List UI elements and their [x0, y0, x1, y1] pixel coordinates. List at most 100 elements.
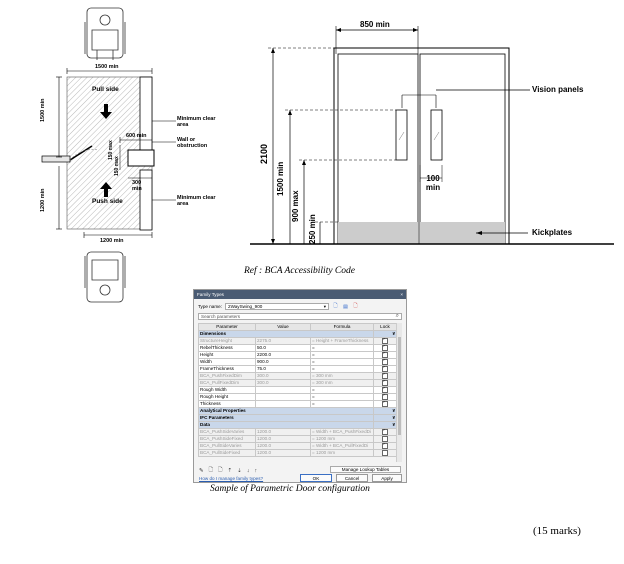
lock-checkbox[interactable] — [382, 373, 388, 379]
door-elevation-diagram — [250, 26, 614, 245]
group-label: Analytical Properties — [198, 407, 374, 415]
lock-checkbox[interactable] — [382, 394, 388, 400]
search-icon: ⌕ — [395, 313, 399, 319]
lock-checkbox[interactable] — [382, 387, 388, 393]
type-name-select[interactable]: 2WaySwing_900 ▾ — [225, 303, 330, 310]
formula-cell[interactable]: = Width + BCA_PushFixedDi — [310, 428, 374, 436]
value-cell[interactable]: 75.0 — [255, 365, 311, 373]
group-toggle-icon[interactable]: ¥ — [373, 421, 397, 429]
value-cell[interactable]: 50.0 — [255, 344, 311, 352]
value-cell[interactable]: 900.0 — [255, 358, 311, 366]
formula-cell[interactable]: = Height + FrameThickness — [310, 337, 374, 345]
move-down-icon[interactable]: ⇣ — [237, 467, 242, 474]
value-cell[interactable]: 300.0 — [255, 379, 311, 387]
value-cell[interactable]: 1200.0 — [255, 449, 311, 457]
delete-parameter-icon[interactable]: 🗋 — [218, 467, 223, 473]
rename-type-icon[interactable]: ▤ — [343, 303, 348, 310]
formula-cell[interactable]: = — [310, 358, 374, 366]
dialog-caption: Sample of Parametric Door configuration — [210, 484, 370, 494]
formula-cell[interactable]: = Width + BCA_PullFixedDi — [310, 442, 374, 450]
formula-cell[interactable]: = — [310, 393, 374, 401]
lock-checkbox[interactable] — [382, 345, 388, 351]
header-parameter[interactable]: Parameter — [198, 323, 256, 331]
lock-cell — [373, 337, 397, 345]
lock-checkbox[interactable] — [382, 450, 388, 456]
header-value[interactable]: Value — [255, 323, 311, 331]
lock-checkbox[interactable] — [382, 380, 388, 386]
formula-cell[interactable]: = 300 mm — [310, 379, 374, 387]
delete-type-icon[interactable]: 🗋 — [353, 302, 358, 309]
table-row[interactable]: Rough Width= — [198, 386, 397, 394]
edit-parameter-icon[interactable]: ✎ — [199, 467, 204, 474]
lock-cell — [373, 435, 397, 443]
table-scrollbar[interactable] — [396, 323, 402, 462]
new-parameter-icon[interactable]: 🗋 — [208, 467, 214, 473]
cancel-button[interactable]: Cancel — [336, 474, 368, 482]
value-cell[interactable] — [255, 400, 311, 408]
formula-cell[interactable]: = 1200 mm — [310, 435, 374, 443]
manage-lookup-tables-button[interactable]: Manage Lookup Tables — [330, 466, 401, 473]
lock-checkbox[interactable] — [382, 429, 388, 435]
close-icon[interactable]: × — [400, 292, 403, 297]
lock-checkbox[interactable] — [382, 401, 388, 407]
value-cell[interactable] — [255, 393, 311, 401]
value-cell[interactable]: 2200.0 — [255, 351, 311, 359]
lock-checkbox[interactable] — [382, 366, 388, 372]
group-row[interactable]: Analytical Properties¥ — [198, 407, 397, 415]
apply-button[interactable]: Apply — [372, 474, 402, 482]
value-cell[interactable]: 1200.0 — [255, 442, 311, 450]
formula-cell[interactable]: = — [310, 386, 374, 394]
new-type-icon[interactable]: 🗋 — [333, 302, 338, 309]
sort-descending-icon[interactable]: ↑ — [254, 467, 258, 474]
table-row[interactable]: Thickness= — [198, 400, 397, 408]
group-row[interactable]: Dimensions¥ — [198, 330, 397, 338]
formula-cell[interactable]: = — [310, 351, 374, 359]
pull-side-label: Pull side — [92, 86, 119, 93]
type-name-row: Type name: 2WaySwing_900 ▾ 🗋 ▤ 🗋 — [198, 303, 359, 310]
chevron-down-icon: ▾ — [323, 303, 327, 309]
formula-cell[interactable]: = 1200 mm — [310, 449, 374, 457]
value-cell[interactable] — [255, 386, 311, 394]
group-toggle-icon[interactable]: ¥ — [373, 330, 397, 338]
formula-cell[interactable]: = — [310, 344, 374, 352]
formula-cell[interactable]: = 300 mm — [310, 372, 374, 380]
lock-checkbox[interactable] — [382, 352, 388, 358]
value-cell[interactable]: 1200.0 — [255, 428, 311, 436]
lock-cell — [373, 379, 397, 387]
sort-ascending-icon[interactable]: ↓ — [246, 467, 250, 474]
how-do-i-link[interactable]: How do I manage family types? — [199, 476, 264, 481]
header-lock[interactable]: Lock — [373, 323, 397, 331]
lock-checkbox[interactable] — [382, 436, 388, 442]
group-toggle-icon[interactable]: ¥ — [373, 414, 397, 422]
table-row[interactable]: Rough Height= — [198, 393, 397, 401]
group-row[interactable]: Data¥ — [198, 421, 397, 429]
lock-checkbox[interactable] — [382, 443, 388, 449]
search-parameters-input[interactable]: Search parameters ⌕ — [198, 313, 402, 320]
formula-cell[interactable]: = — [310, 400, 374, 408]
lock-checkbox[interactable] — [382, 359, 388, 365]
value-cell[interactable]: 2275.0 — [255, 337, 311, 345]
ok-button[interactable]: OK — [300, 474, 332, 482]
group-row[interactable]: IFC Parameters¥ — [198, 414, 397, 422]
value-cell[interactable]: 1200.0 — [255, 435, 311, 443]
scrollbar-thumb[interactable] — [398, 337, 401, 435]
move-up-icon[interactable]: ⇡ — [227, 467, 233, 474]
lock-checkbox[interactable] — [382, 338, 388, 344]
header-formula[interactable]: Formula — [310, 323, 374, 331]
formula-cell[interactable]: = — [310, 365, 374, 373]
value-cell[interactable]: 300.0 — [255, 372, 311, 380]
group-toggle-icon[interactable]: ¥ — [373, 407, 397, 415]
group-label: Dimensions — [198, 330, 374, 338]
group-label: IFC Parameters — [198, 414, 374, 422]
